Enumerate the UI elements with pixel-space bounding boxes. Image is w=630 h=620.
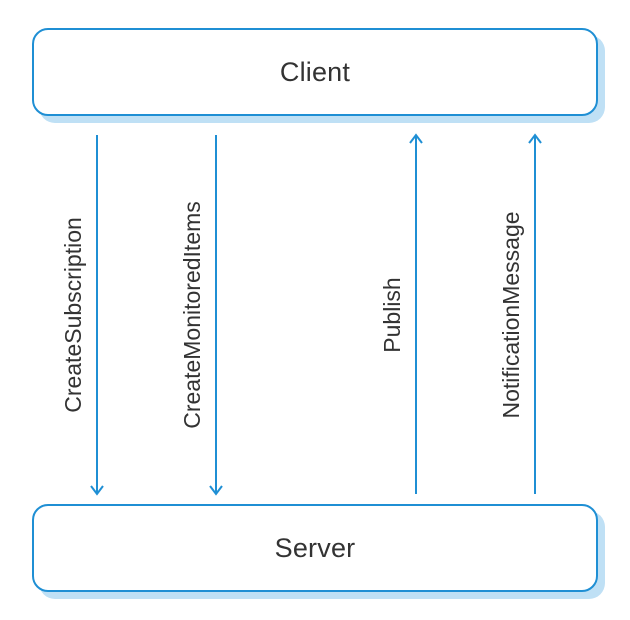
create-subscription-arrow	[90, 135, 104, 496]
publish-label: Publish	[379, 277, 405, 352]
server-node: Server	[32, 504, 598, 592]
notification-message-arrow	[528, 133, 542, 494]
client-node: Client	[32, 28, 598, 116]
server-label: Server	[274, 532, 356, 563]
publish-arrow	[409, 133, 423, 494]
client-label: Client	[279, 56, 351, 87]
create-monitored-items-label: CreateMonitoredItems	[179, 201, 205, 429]
create-monitored-items-arrow	[209, 135, 223, 496]
create-subscription-label: CreateSubscription	[60, 217, 86, 413]
notification-message-label: NotificationMessage	[498, 211, 524, 418]
